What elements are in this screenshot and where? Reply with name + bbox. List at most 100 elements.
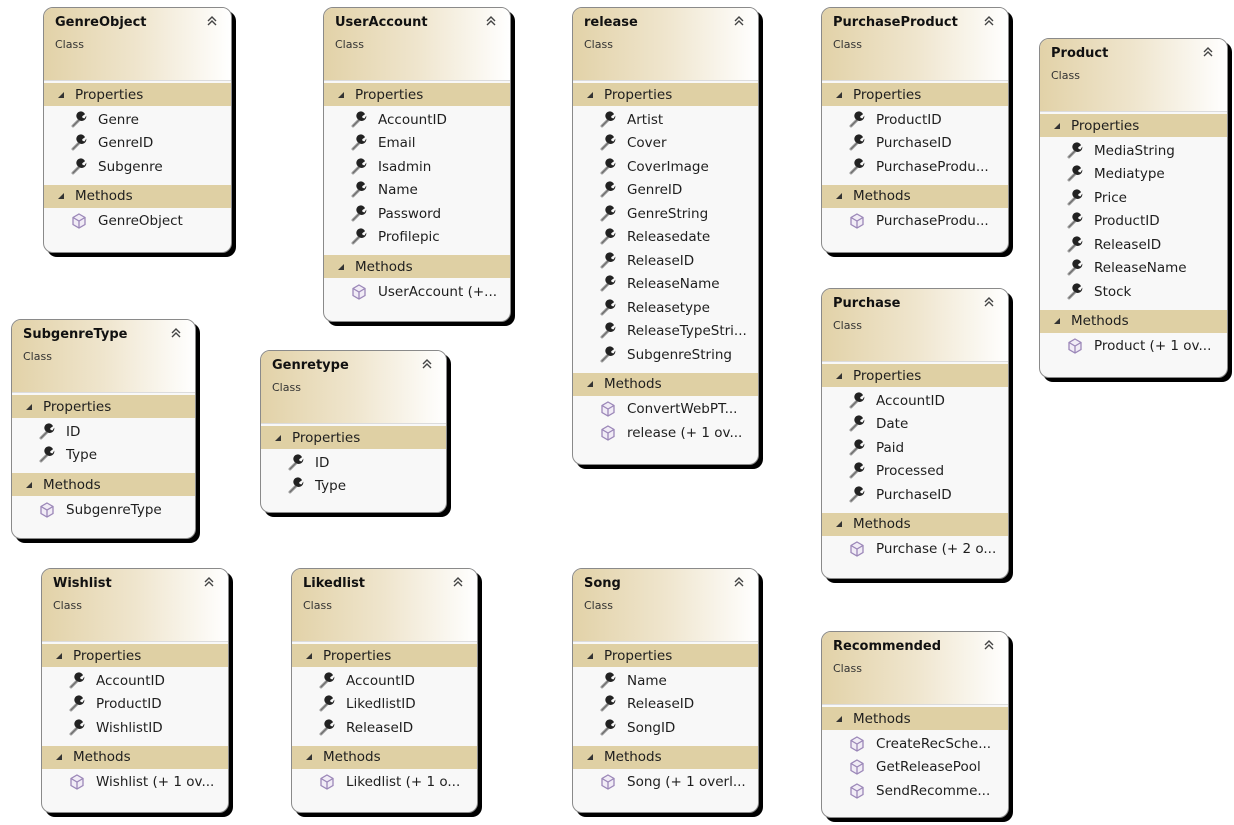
property-item[interactable]: Price	[1040, 186, 1227, 210]
double-chevron-up-icon[interactable]	[1201, 45, 1215, 59]
properties-section-header[interactable]: Properties	[44, 83, 231, 106]
properties-section-header[interactable]: Properties	[292, 644, 477, 667]
triangle-expander-icon[interactable]	[338, 91, 344, 98]
properties-section-header[interactable]: Properties	[573, 644, 758, 667]
methods-section-header[interactable]: Methods	[324, 255, 510, 278]
method-item[interactable]: PurchaseProdu...	[822, 210, 1008, 234]
property-item[interactable]: SubgenreString	[573, 343, 758, 367]
property-item[interactable]: Releasetype	[573, 296, 758, 320]
property-item[interactable]: Paid	[822, 436, 1008, 460]
methods-section-header[interactable]: Methods	[12, 473, 195, 496]
method-item[interactable]: GetReleasePool	[822, 756, 1008, 780]
property-item[interactable]: ProductID	[42, 693, 228, 717]
property-item[interactable]: AccountID	[324, 108, 510, 132]
properties-section-header[interactable]: Properties	[324, 83, 510, 106]
double-chevron-up-icon[interactable]	[484, 14, 498, 28]
triangle-expander-icon[interactable]	[26, 481, 32, 488]
triangle-expander-icon[interactable]	[306, 754, 312, 760]
method-item[interactable]: Likedlist (+ 1 o...	[292, 771, 477, 795]
double-chevron-up-icon[interactable]	[982, 638, 996, 652]
triangle-expander-icon[interactable]	[587, 754, 593, 760]
triangle-expander-icon[interactable]	[587, 652, 593, 659]
property-item[interactable]: LikedlistID	[292, 693, 477, 717]
method-item[interactable]: ConvertWebPT...	[573, 398, 758, 422]
double-chevron-up-icon[interactable]	[982, 295, 996, 309]
methods-section-header[interactable]: Methods	[292, 745, 477, 769]
property-item[interactable]: AccountID	[292, 669, 477, 693]
double-chevron-up-icon[interactable]	[732, 575, 746, 589]
properties-section-header[interactable]: Properties	[1040, 114, 1227, 137]
property-item[interactable]: Name	[573, 669, 758, 693]
properties-section-header[interactable]: Properties	[822, 83, 1008, 106]
method-item[interactable]: UserAccount (+...	[324, 280, 510, 304]
triangle-expander-icon[interactable]	[587, 381, 593, 387]
property-item[interactable]: Cover	[573, 132, 758, 156]
property-item[interactable]: ReleaseID	[573, 693, 758, 717]
property-item[interactable]: Processed	[822, 460, 1008, 484]
methods-section-header[interactable]: Methods	[42, 745, 228, 769]
methods-section-header[interactable]: Methods	[822, 707, 1008, 730]
triangle-expander-icon[interactable]	[836, 715, 842, 722]
double-chevron-up-icon[interactable]	[420, 357, 434, 371]
property-item[interactable]: CoverImage	[573, 155, 758, 179]
class-header[interactable]: Genretype Class	[261, 351, 446, 424]
property-item[interactable]: Password	[324, 202, 510, 226]
method-item[interactable]: Song (+ 1 overl...	[573, 771, 758, 795]
triangle-expander-icon[interactable]	[306, 652, 312, 659]
property-item[interactable]: ProductID	[822, 108, 1008, 132]
methods-section-header[interactable]: Methods	[822, 512, 1008, 536]
property-item[interactable]: Name	[324, 179, 510, 203]
methods-section-header[interactable]: Methods	[44, 184, 231, 208]
class-header[interactable]: UserAccount Class	[324, 8, 510, 81]
property-item[interactable]: PurchaseID	[822, 132, 1008, 156]
property-item[interactable]: AccountID	[42, 669, 228, 693]
property-item[interactable]: PurchaseProdu...	[822, 155, 1008, 179]
property-item[interactable]: ReleaseName	[573, 273, 758, 297]
property-item[interactable]: Releasedate	[573, 226, 758, 250]
triangle-expander-icon[interactable]	[836, 193, 842, 199]
property-item[interactable]: Subgenre	[44, 155, 231, 179]
properties-section-header[interactable]: Properties	[12, 395, 195, 418]
double-chevron-up-icon[interactable]	[982, 14, 996, 28]
triangle-expander-icon[interactable]	[1054, 318, 1060, 324]
properties-section-header[interactable]: Properties	[573, 83, 758, 106]
triangle-expander-icon[interactable]	[56, 652, 62, 659]
class-header[interactable]: Purchase Class	[822, 289, 1008, 362]
method-item[interactable]: Product (+ 1 ov...	[1040, 335, 1227, 359]
properties-section-header[interactable]: Properties	[822, 364, 1008, 387]
method-item[interactable]: CreateRecSche...	[822, 732, 1008, 756]
methods-section-header[interactable]: Methods	[822, 184, 1008, 208]
method-item[interactable]: SendRecomme...	[822, 779, 1008, 803]
class-header[interactable]: Recommended Class	[822, 632, 1008, 705]
property-item[interactable]: GenreID	[44, 132, 231, 156]
triangle-expander-icon[interactable]	[338, 263, 344, 270]
triangle-expander-icon[interactable]	[275, 434, 281, 441]
property-item[interactable]: ReleaseID	[1040, 233, 1227, 257]
property-item[interactable]: Artist	[573, 108, 758, 132]
property-item[interactable]: Profilepic	[324, 226, 510, 250]
double-chevron-up-icon[interactable]	[451, 575, 465, 589]
class-header[interactable]: Wishlist Class	[42, 569, 228, 642]
triangle-expander-icon[interactable]	[836, 372, 842, 379]
methods-section-header[interactable]: Methods	[1040, 309, 1227, 333]
properties-section-header[interactable]: Properties	[261, 426, 446, 449]
class-header[interactable]: SubgenreType Class	[12, 320, 195, 393]
property-item[interactable]: PurchaseID	[822, 483, 1008, 507]
class-header[interactable]: Likedlist Class	[292, 569, 477, 642]
property-item[interactable]: Genre	[44, 108, 231, 132]
property-item[interactable]: GenreString	[573, 202, 758, 226]
methods-section-header[interactable]: Methods	[573, 745, 758, 769]
methods-section-header[interactable]: Methods	[573, 372, 758, 396]
property-item[interactable]: ReleaseName	[1040, 257, 1227, 281]
